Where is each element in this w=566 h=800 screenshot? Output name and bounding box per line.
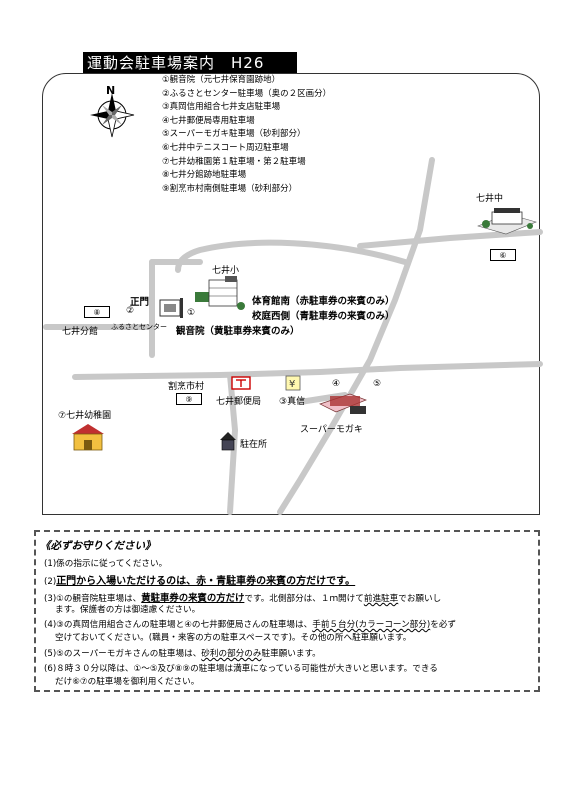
legend-item: ⑤スーパーモガキ駐車場（砂利部分） — [162, 129, 306, 140]
super-mogaki-building — [319, 393, 367, 414]
note-3-c: です。北側部分は、１ｍ開けて — [244, 594, 364, 604]
note-2: (2)正門から入場いただけるのは、赤・青駐車券の来賓の方だけです。 — [44, 572, 355, 587]
nanai-chu-building — [477, 208, 537, 235]
legend-item: ⑨割烹市村南側駐車場（砂利部分） — [162, 183, 298, 194]
note-6-line2: だけ⑥⑦の駐車場を御利用ください。 — [55, 677, 200, 687]
legend-item: ⑥七井中テニスコート周辺駐車場 — [162, 142, 289, 153]
note-2-prefix: (2) — [44, 577, 57, 587]
label-super-mogaki: スーパーモガキ — [300, 425, 363, 435]
note-6: (6)８時３０分以降は、①～⑤及び⑧⑨の駐車場は満車になっている可能性が大きいと… — [44, 664, 438, 674]
police-box-icon — [220, 432, 236, 451]
nanai-sho-building — [195, 276, 245, 310]
notes-box — [34, 530, 540, 692]
note-1: (1)係の指示に従ってください。 — [44, 559, 168, 569]
compass-rose — [90, 93, 135, 138]
parking-circle-1: ① — [187, 308, 196, 318]
label-main-gate: 正門 — [130, 297, 150, 308]
parking-circle-2: ② — [126, 306, 135, 316]
label-post-office: 七井郵便局 — [216, 397, 262, 407]
note-4: (4)③の真岡信用組合さんの駐車場と④の七井郵便局さんの駐車場は、手前５台分(カ… — [44, 618, 456, 630]
legend-item: ③真岡信用組合七井支店駐車場 — [162, 102, 281, 113]
label-school-west: 校庭西側（青駐車券の来賓のみ） — [252, 311, 395, 322]
label-nanai-chu: 七井中 — [476, 194, 504, 204]
label-kindergarten: ⑦七井幼稚園 — [58, 411, 112, 421]
note-5-b: 砂利の部分のみ — [201, 649, 262, 659]
note-5-c: 駐車願います。 — [261, 649, 321, 659]
label-gym-south: 体育館南（赤駐車券の来賓のみ） — [252, 296, 395, 307]
note-4-line2: 空けておいてください。(職員・来客の方の駐車スペースです)。その他の所へ駐車願い… — [55, 633, 412, 643]
page-title: 運動会駐車場案内 H26 — [83, 52, 297, 74]
shinshin-bank-icon: ¥ — [285, 375, 301, 391]
compass-north-label: N — [106, 84, 116, 97]
note-3-d: 前進駐車 — [363, 594, 399, 604]
parking-circle-4: ④ — [332, 379, 341, 389]
gate-building — [159, 298, 183, 318]
note-4-c: を必ず — [430, 620, 457, 630]
road-main-south — [72, 361, 543, 380]
note-5-a: (5)⑤のスーパーモガキさんの駐車場は、 — [44, 649, 202, 659]
note-2-text: 正門から入場いただけるのは、赤・青駐車券の来賓の方だけです。 — [56, 576, 356, 587]
note-3-b: 黄駐車券の来賓の方だけ — [141, 593, 245, 604]
road-post-office — [227, 372, 239, 515]
parking-box-8: ⑧ — [84, 306, 110, 318]
label-nanai-bunkan: 七井分館 — [62, 327, 99, 337]
note-3: (3)①の観音院駐車場は、黄駐車券の来賓の方だけです。北側部分は、１ｍ開けて前進… — [44, 590, 441, 604]
road-upper-right — [357, 229, 543, 249]
map-frame — [42, 73, 540, 515]
note-3-e: でお願いし — [398, 594, 442, 604]
legend-item: ④七井郵便局専用駐車場 — [162, 115, 255, 126]
svg-text:¥: ¥ — [289, 379, 295, 390]
note-4-a: (4)③の真岡信用組合さんの駐車場と④の七井郵便局さんの駐車場は、 — [44, 620, 313, 630]
note-3-line2: ます。保護者の方は御遠慮ください。 — [55, 605, 201, 615]
label-kannon-in: 観音院（黄駐車券来賓のみ） — [176, 326, 300, 337]
label-kappo-ichimura: 割烹市村 — [168, 382, 205, 392]
parking-circle-5: ⑤ — [373, 379, 382, 389]
legend-item: ①観音院（元七井保育園跡地） — [162, 75, 281, 85]
kindergarten-building — [72, 424, 104, 451]
parking-legend: ①観音院（元七井保育園跡地） ②ふるさとセンター駐車場（奥の２区画分） ③真岡信… — [162, 74, 331, 196]
label-shinshin: ③真信 — [279, 397, 306, 407]
legend-item: ⑧七井分館跡地駐車場 — [162, 170, 247, 181]
label-nanai-sho: 七井小 — [212, 266, 240, 276]
post-office-icon — [231, 376, 251, 390]
note-3-a: (3)①の観音院駐車場は、 — [44, 594, 142, 604]
note-5: (5)⑤のスーパーモガキさんの駐車場は、砂利の部分のみ駐車願います。 — [44, 647, 321, 659]
parking-box-9: ⑨ — [176, 393, 202, 405]
parking-box-6: ⑥ — [490, 249, 516, 261]
legend-item: ⑦七井幼稚園第１駐車場・第２駐車場 — [162, 156, 306, 167]
note-4-b: 手前５台分(カラーコーン部分) — [312, 620, 431, 630]
legend-item: ②ふるさとセンター駐車場（奥の２区画分） — [162, 88, 332, 99]
road-east-diagonal — [277, 157, 435, 515]
label-police-box: 駐在所 — [240, 440, 268, 450]
notes-heading: 《必ずお守りください》 — [40, 540, 156, 552]
label-furusato-center: ふるさとセンター — [111, 323, 167, 331]
